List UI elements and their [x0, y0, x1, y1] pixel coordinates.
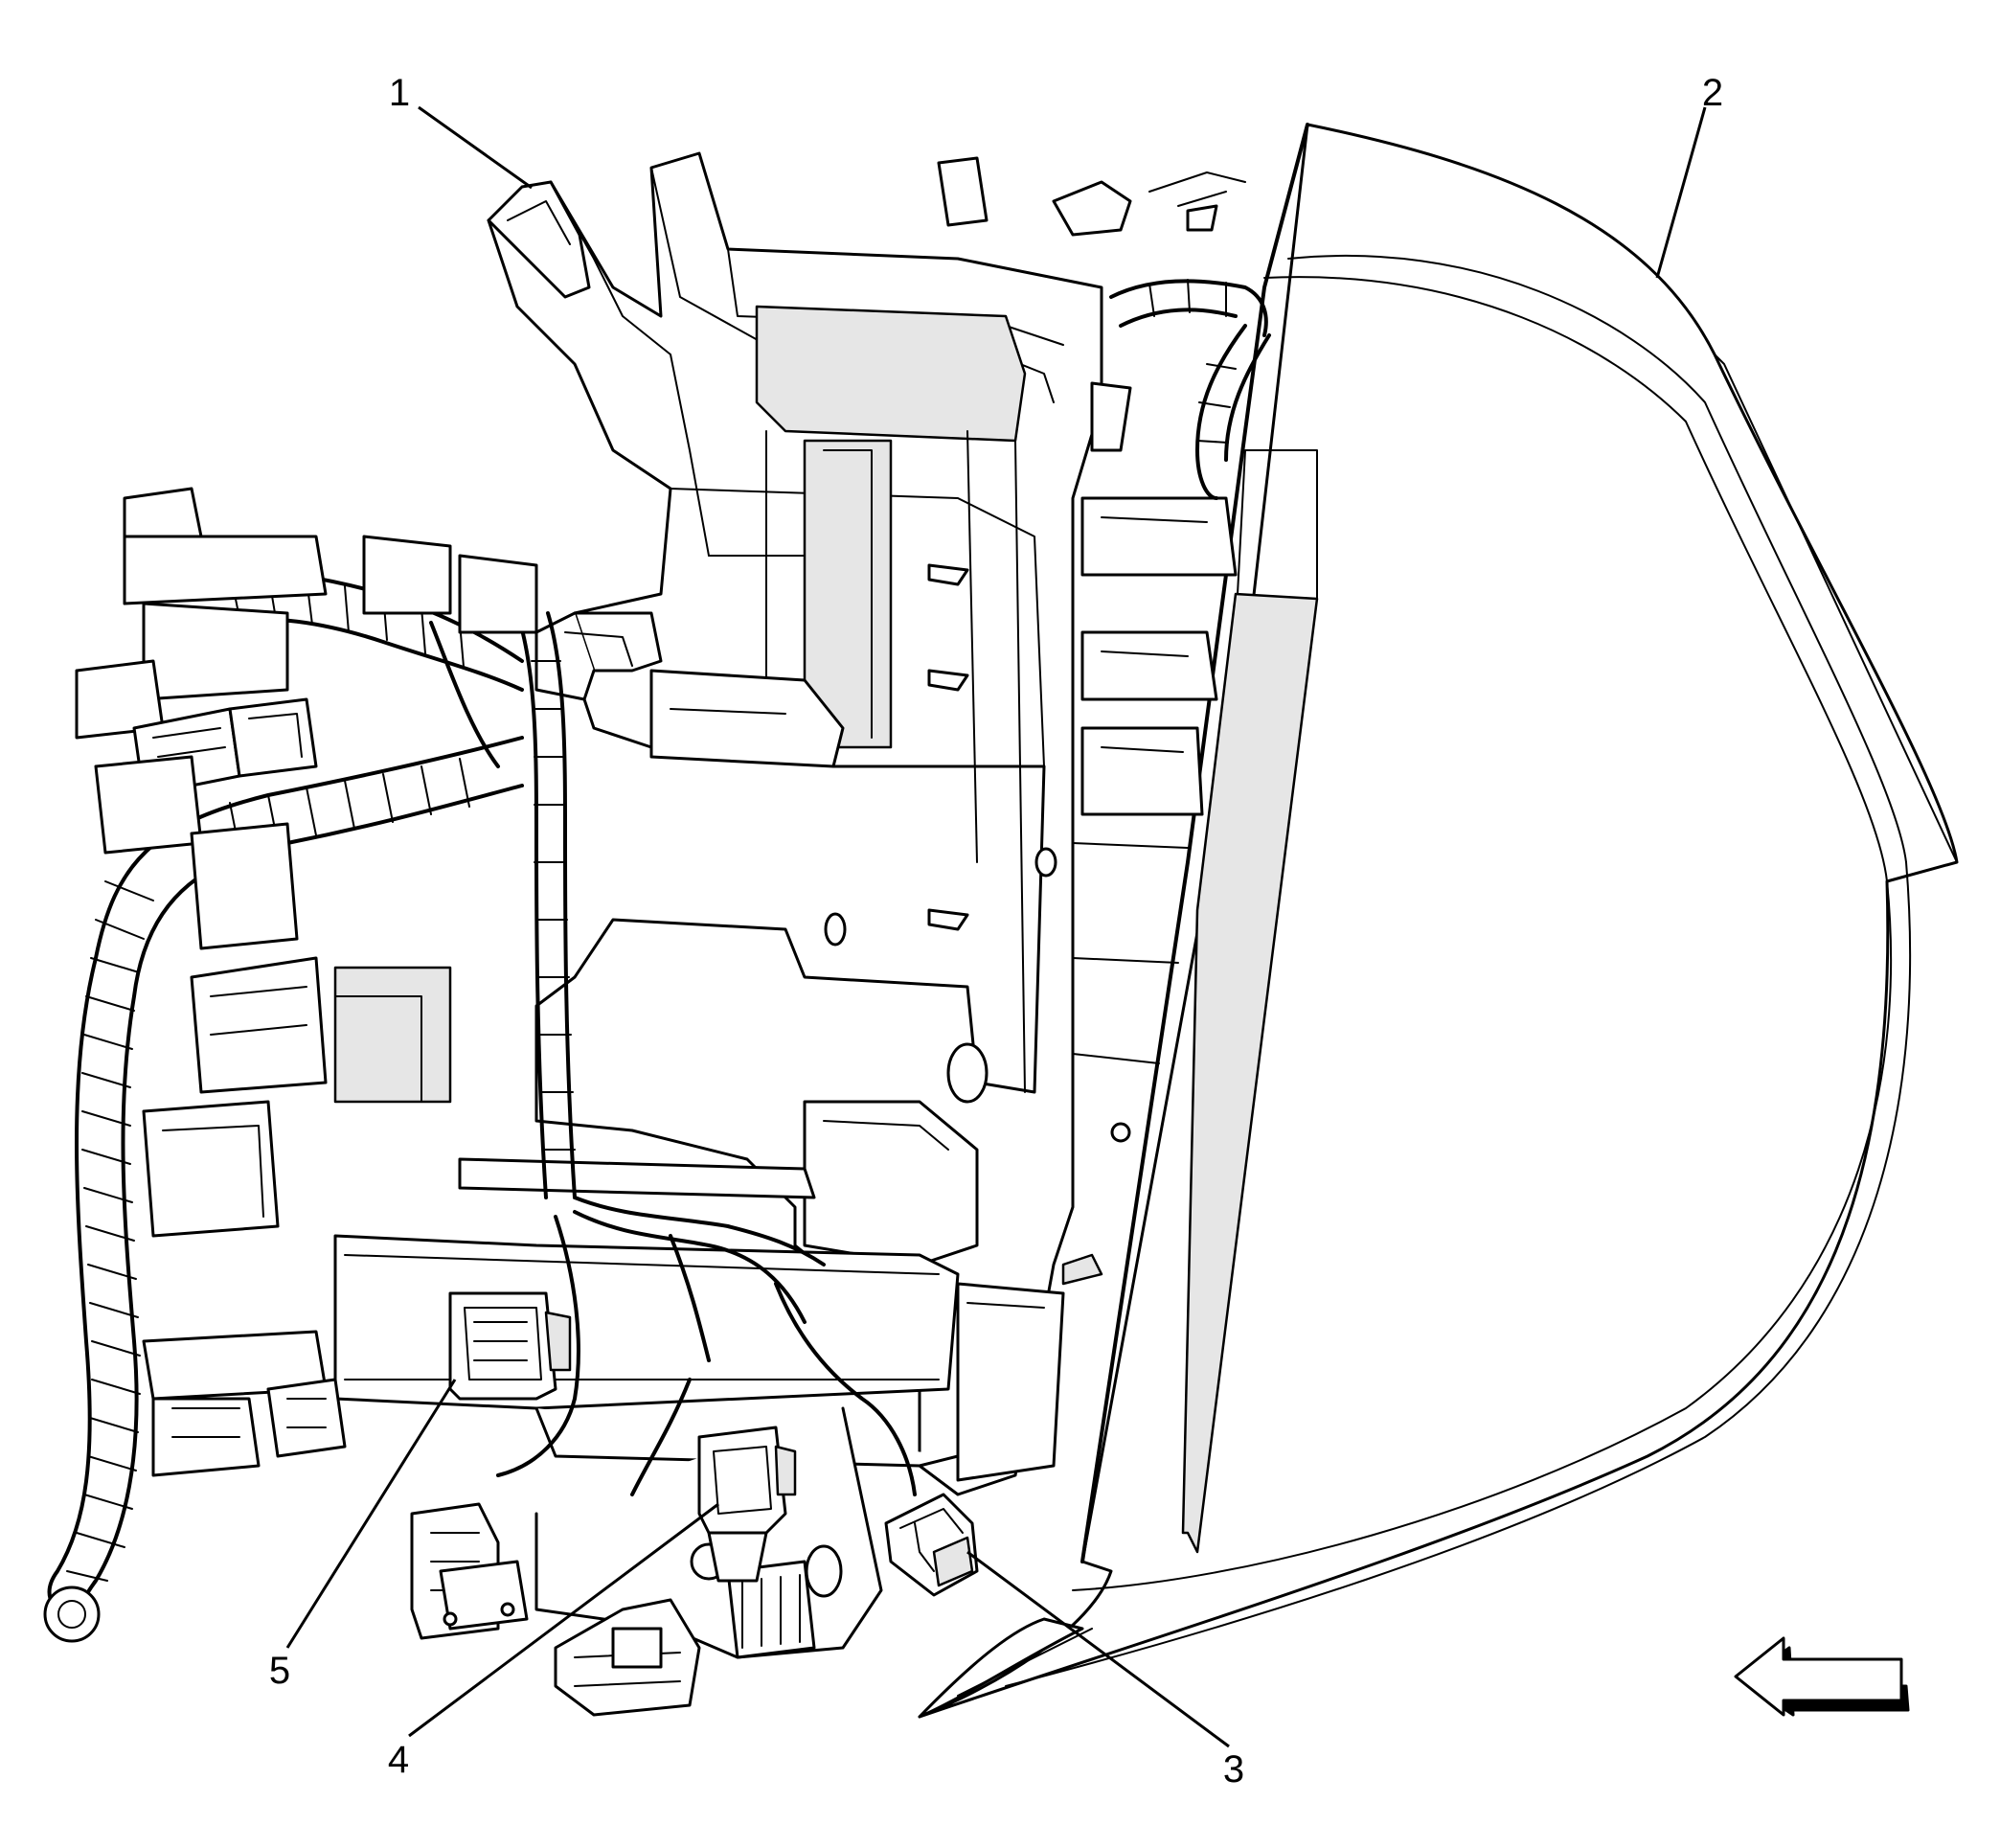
callout-2: 2 [1702, 72, 1723, 114]
callouts: 1 2 3 4 5 [269, 72, 1723, 1791]
support-bracket [487, 151, 1238, 1496]
callout-5: 5 [269, 1650, 290, 1692]
trim-panel [918, 123, 1959, 1719]
leader-line-1 [418, 105, 533, 190]
connector-3 [884, 1493, 979, 1597]
callout-3: 3 [1223, 1748, 1244, 1791]
leader-lines [285, 105, 1707, 1748]
connector-4 [697, 1426, 797, 1583]
leader-line-3 [966, 1550, 1230, 1748]
leader-line-4 [408, 1502, 719, 1738]
wiring-harness [43, 487, 917, 1717]
upper-harness [937, 156, 1271, 500]
connector-5 [448, 1291, 572, 1401]
callout-1: 1 [389, 72, 410, 114]
leader-line-2 [1655, 106, 1707, 279]
callout-4: 4 [388, 1739, 409, 1781]
arrow-left-icon [1734, 1636, 1910, 1717]
leader-line-5 [285, 1379, 457, 1649]
